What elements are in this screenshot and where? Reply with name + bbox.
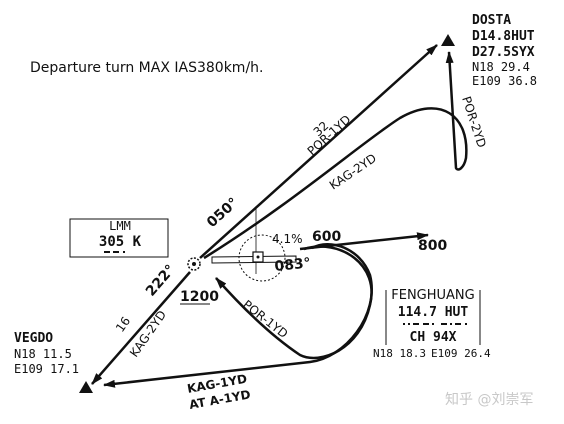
route-kag-2yd-left-label: KAG-2YD xyxy=(127,308,169,360)
fenghuang-lat: N18 18.3 xyxy=(373,347,426,360)
vegdo-triangle xyxy=(79,381,93,393)
watermark: 知乎 @刘崇军 xyxy=(445,391,533,408)
vor-compass xyxy=(238,234,286,282)
vegdo-lat: N18 11.5 xyxy=(14,347,72,361)
route-kag-1yd xyxy=(103,243,373,388)
vegdo-name: VEGDO xyxy=(14,331,53,346)
dosta-lat: N18 29.4 xyxy=(472,60,530,74)
fenghuang-lon: E109 26.4 xyxy=(431,347,491,360)
dosta-name: DOSTA xyxy=(472,13,511,28)
route-kag-2yd-loop xyxy=(203,51,468,260)
route-kag-2yd-upper-label: KAG-2YD xyxy=(327,151,379,193)
departure-note: Departure turn MAX IAS380km/h. xyxy=(30,60,263,76)
bearing-222: 222° xyxy=(143,262,179,300)
dosta-dme-syx: D27.5SYX xyxy=(472,45,535,60)
route-por-1yd-lower-label: POR-1YD xyxy=(240,297,290,341)
lmm-frequency: 305 K xyxy=(99,234,142,250)
lmm-title: LMM xyxy=(109,219,131,233)
airport-elevation: 1200 xyxy=(180,289,219,305)
fenghuang-channel: CH 94X xyxy=(410,330,457,345)
dosta-triangle xyxy=(441,34,455,46)
route-por-1yd-top-label: POR-1YD xyxy=(305,112,354,158)
route-por-1yd-north xyxy=(199,44,438,259)
airport-symbol xyxy=(187,257,201,271)
bearing-083: 083° xyxy=(274,255,312,275)
dosta-lon: E109 36.8 xyxy=(472,74,537,88)
vegdo-lon: E109 17.1 xyxy=(14,362,79,376)
fenghuang-frequency: 114.7 HUT xyxy=(398,305,469,320)
route-kag-2yd-south xyxy=(91,271,191,385)
lmm-box xyxy=(69,218,169,258)
fenghuang-name: FENGHUANG xyxy=(391,288,474,303)
climb-gradient: 4.1% xyxy=(272,232,303,246)
route-por-2yd-label: POR-2YD xyxy=(459,95,489,150)
altitude-800: 800 xyxy=(418,238,447,254)
altitude-600: 600 xyxy=(312,229,341,245)
dosta-dme-hut: D14.8HUT xyxy=(472,29,535,44)
fenghuang-box xyxy=(385,290,481,345)
route-kag-2yd-distance: 16 xyxy=(113,314,133,335)
